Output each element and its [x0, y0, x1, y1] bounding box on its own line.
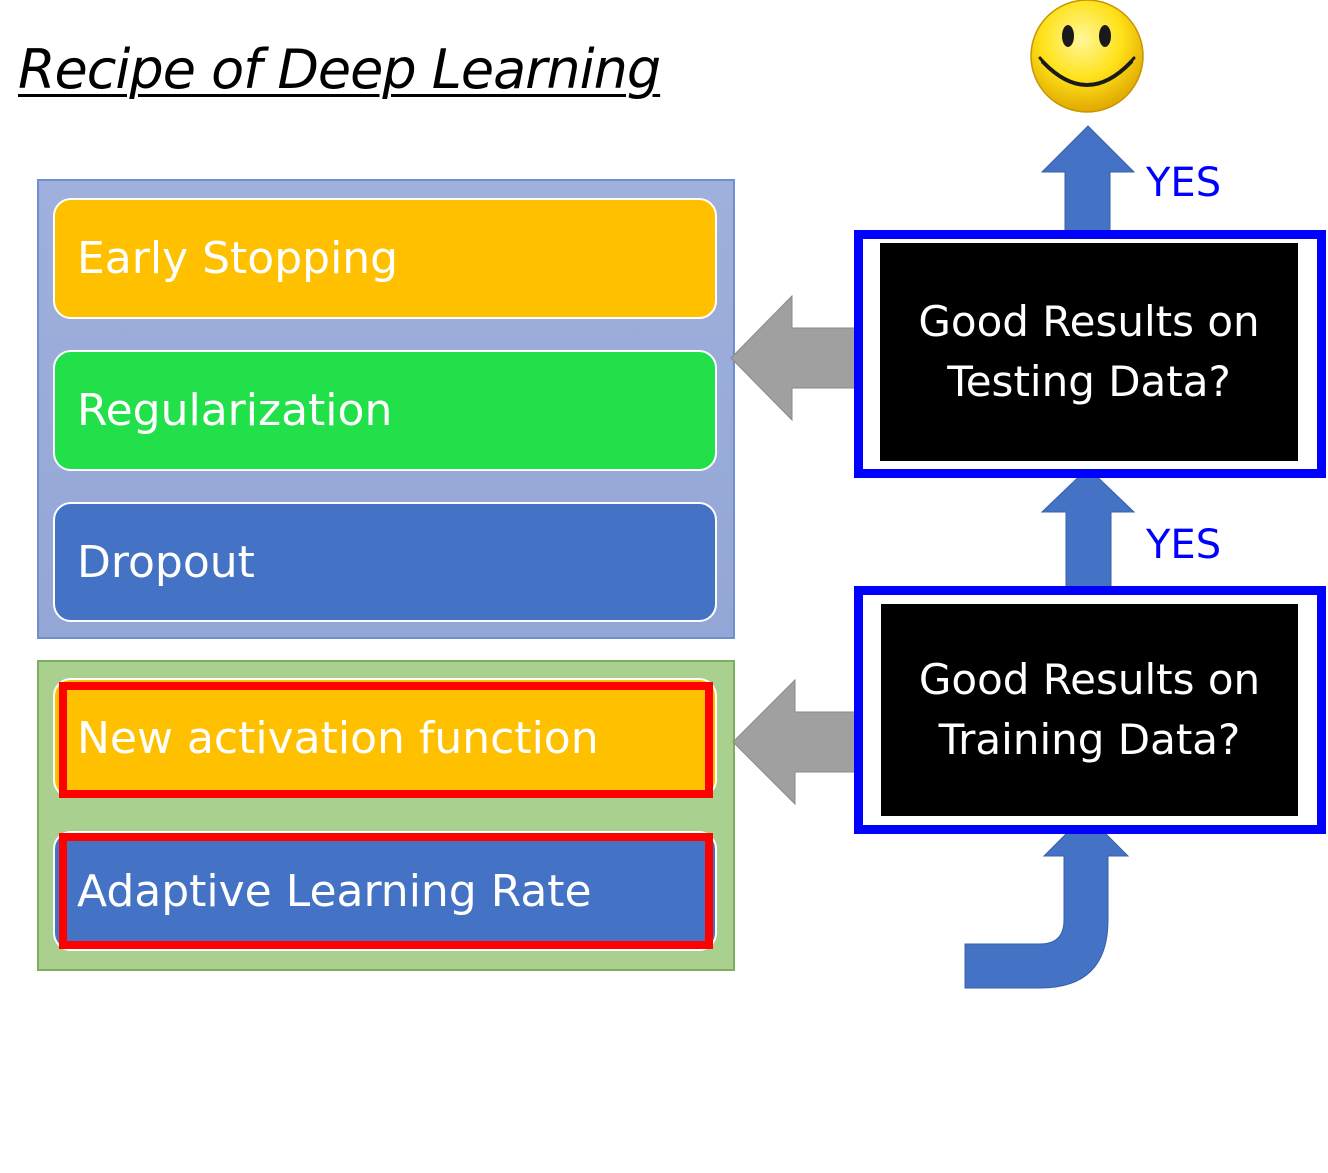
training-question-box: Good Results on Training Data?: [881, 604, 1298, 816]
up-arrow-between-boxes: [1040, 467, 1136, 599]
yes-label-lower: YES: [1146, 522, 1222, 568]
early-stopping-item: Early Stopping: [53, 198, 717, 319]
training-question-line1: Good Results on: [918, 655, 1261, 704]
smiley-face-icon: [1030, 0, 1144, 113]
testing-question-box: Good Results on Testing Data?: [880, 243, 1298, 461]
regularization-item: Regularization: [53, 350, 717, 471]
testing-question-line1: Good Results on: [918, 297, 1260, 346]
page-title: Recipe of Deep Learning: [18, 38, 661, 101]
adaptive-learning-rate-item: Adaptive Learning Rate: [53, 831, 717, 951]
testing-question-line2: Testing Data?: [947, 357, 1231, 406]
yes-label-upper: YES: [1146, 160, 1222, 206]
curved-entry-arrow: [964, 813, 1130, 989]
new-activation-function-item: New activation function: [53, 678, 717, 798]
training-question-line2: Training Data?: [938, 715, 1241, 764]
dropout-item: Dropout: [53, 502, 717, 622]
up-arrow-to-smiley: [1040, 125, 1136, 241]
